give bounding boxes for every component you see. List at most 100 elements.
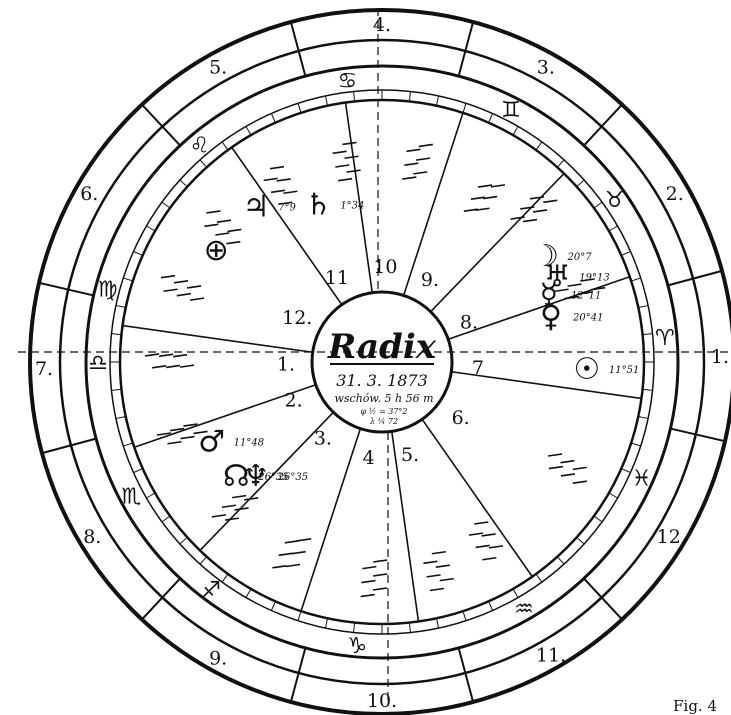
house-cusp-line — [301, 429, 360, 612]
degree-tick — [621, 469, 630, 473]
degree-tick — [354, 623, 355, 633]
degree-tick — [162, 516, 170, 522]
inner-house-number: 7 — [472, 357, 484, 379]
degree-tick — [557, 557, 564, 564]
aspect-scribble — [270, 167, 284, 169]
degree-tick — [123, 278, 133, 281]
aspect-scribble — [286, 565, 300, 567]
aspect-scribble — [482, 558, 496, 560]
cancer-icon: ♋ — [338, 69, 358, 94]
birth-date: 31. 3. 1873 — [336, 371, 428, 390]
aspect-scribble — [416, 158, 430, 160]
degree-tick — [594, 202, 602, 208]
degree-tick — [111, 389, 121, 390]
degree-tick — [123, 443, 133, 446]
degree-tick — [463, 103, 466, 113]
degree-tick — [638, 416, 648, 418]
aspect-scribble — [430, 589, 444, 591]
aspect-scribble — [491, 185, 505, 187]
outer-house-number: 4. — [373, 14, 391, 36]
aspect-scribble — [279, 553, 293, 555]
aspect-scribble — [345, 156, 359, 158]
outer-house-number: 2. — [666, 183, 684, 205]
aspect-scribble — [548, 454, 562, 456]
planet-degree-label: 26°35 — [257, 472, 288, 483]
degree-tick — [536, 574, 542, 582]
aspect-scribble — [173, 355, 187, 357]
aries-icon: ♈ — [655, 326, 675, 351]
aspect-scribble — [222, 505, 236, 507]
degree-tick — [134, 251, 143, 255]
aspect-scribble — [573, 481, 587, 483]
outer-house-number: 6. — [80, 183, 98, 205]
aspect-scribble — [573, 467, 587, 469]
leo-icon: ♌ — [190, 133, 210, 158]
degree-tick — [577, 180, 584, 187]
aspect-scribble — [478, 185, 492, 187]
aspect-scribble — [271, 190, 285, 192]
degree-tick — [134, 469, 143, 473]
degree-tick — [271, 601, 275, 610]
degree-tick — [246, 589, 251, 598]
aspect-scribble — [283, 191, 297, 193]
aspect-scribble — [181, 437, 195, 439]
inner-house-number: 4 — [363, 447, 375, 469]
aspect-scribble — [476, 545, 490, 547]
outer-house-number: 1. — [711, 346, 729, 368]
planet-degree-label: 19°13 — [579, 273, 609, 284]
aquarius-icon: ♒ — [514, 597, 534, 622]
degree-tick — [638, 305, 648, 307]
aspect-scribble — [347, 170, 361, 172]
degree-tick — [436, 618, 438, 628]
inner-house-number: 8. — [460, 311, 478, 333]
aspect-scribble — [440, 579, 454, 581]
degree-tick — [557, 160, 564, 167]
outer-house-number: 9. — [209, 648, 227, 670]
mars-icon: ♂ — [198, 424, 225, 459]
degree-tick — [116, 416, 126, 418]
sun-icon: ☉ — [573, 352, 600, 387]
aspect-scribble — [482, 534, 496, 536]
planet-degree-label: 11°48 — [234, 437, 264, 448]
aspect-scribble — [145, 354, 159, 356]
aspect-notes — [145, 142, 605, 596]
degree-tick — [116, 305, 126, 307]
aspect-scribble — [361, 595, 375, 597]
inner-house-number: 11 — [325, 267, 349, 289]
aspect-scribble — [225, 518, 239, 520]
degree-tick — [146, 226, 155, 231]
outer-house-number: 10. — [367, 690, 397, 712]
outer-house-number: 12. — [657, 526, 687, 548]
aspect-scribble — [533, 210, 547, 212]
aspect-scribble — [338, 179, 352, 181]
aspect-scribble — [436, 565, 450, 567]
aspect-scribble — [342, 142, 356, 144]
inner-house-number: 5. — [401, 444, 419, 466]
libra-icon: ♎ — [88, 351, 108, 376]
sagittarius-icon: ♐ — [201, 578, 221, 603]
jupiter-icon: ♃ — [243, 190, 270, 225]
aspect-scribble — [272, 566, 286, 568]
aspect-scribble — [423, 561, 437, 563]
aspect-scribble — [469, 533, 483, 535]
degree-tick — [325, 96, 327, 106]
degree-tick — [621, 251, 630, 255]
aspect-scribble — [190, 298, 204, 300]
degree-tick — [463, 611, 466, 621]
aspect-scribble — [177, 294, 191, 296]
aspect-scribble — [161, 276, 175, 278]
aspect-scribble — [212, 515, 226, 517]
aspect-scribble — [402, 177, 416, 179]
aspect-scribble — [520, 207, 534, 209]
house-cusp-line — [346, 103, 373, 293]
aspect-scribble — [292, 552, 306, 554]
degree-tick — [298, 103, 301, 113]
gemini-icon: ♊ — [501, 98, 521, 123]
aspect-scribble — [362, 567, 376, 569]
degree-tick — [513, 126, 518, 135]
aspect-scribble — [543, 200, 557, 202]
degree-tick — [631, 278, 641, 281]
inner-house-number: 12. — [282, 307, 312, 329]
degree-tick — [436, 96, 438, 106]
